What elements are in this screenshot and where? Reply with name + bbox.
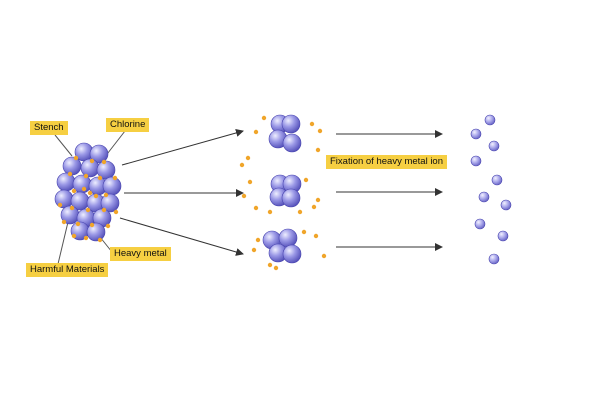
harmful-particle [69, 205, 75, 211]
ion-particle [253, 129, 259, 135]
ion-particle [311, 204, 317, 210]
harmful-particle [101, 159, 107, 165]
arrow-bottom-left [119, 217, 244, 256]
ion-particle [261, 115, 267, 121]
harmful-particle [81, 186, 87, 192]
right-arrows [336, 130, 443, 251]
purified-sphere [478, 191, 490, 203]
cluster-sphere [102, 176, 122, 196]
purified-particles [470, 114, 512, 265]
harmful-particle [113, 209, 119, 215]
harmful-materials-label: Harmful Materials [26, 263, 109, 277]
fixation-label: Fixation of heavy metal ion [326, 155, 448, 169]
ion-particle [317, 128, 323, 134]
harmful-materials-leader-line [57, 221, 69, 265]
heavy-metal-label: Heavy metal [110, 247, 171, 261]
harmful-molecule-cluster [54, 142, 122, 243]
purified-sphere [491, 174, 503, 186]
fixed-sphere [281, 114, 301, 134]
cluster-sphere [86, 222, 106, 242]
ion-particle [315, 147, 321, 153]
harmful-particle [87, 190, 93, 196]
harmful-particle [75, 221, 81, 227]
ion-particle [239, 162, 245, 168]
fixed-sphere [282, 244, 302, 264]
harmful-particle [112, 175, 118, 181]
harmful-particle [103, 192, 109, 198]
ion-particle [303, 177, 309, 183]
cluster-sphere [100, 193, 120, 213]
harmful-particle [57, 202, 63, 208]
harmful-particle [83, 173, 89, 179]
ion-particle [297, 209, 303, 215]
purified-sphere [484, 114, 496, 126]
harmful-particle [71, 233, 77, 239]
ion-particle [315, 197, 321, 203]
purified-sphere [470, 155, 482, 167]
harmful-particle [97, 237, 103, 243]
harmful-particle [105, 223, 111, 229]
harmful-particle [93, 193, 99, 199]
ion-particle [309, 121, 315, 127]
harmful-particle [83, 235, 89, 241]
ion-particle [245, 155, 251, 161]
ion-particle [301, 229, 307, 235]
ion-particle [253, 205, 259, 211]
harmful-particle [71, 188, 77, 194]
stench-leader-line [54, 134, 73, 157]
ion-particle [241, 193, 247, 199]
harmful-particle [89, 158, 95, 164]
purified-sphere [474, 218, 486, 230]
cluster-sphere [56, 172, 76, 192]
ion-particle [247, 179, 253, 185]
ion-particle [267, 262, 273, 268]
stench-label: Stench [30, 121, 68, 135]
harmful-particle [61, 219, 67, 225]
ion-particle [273, 265, 279, 271]
harmful-particle [101, 207, 107, 213]
chlorine-label: Chlorine [106, 118, 150, 132]
purified-sphere [500, 199, 512, 211]
ion-particle [255, 237, 261, 243]
ion-particle [321, 253, 327, 259]
ion-particle [267, 209, 273, 215]
harmful-particle [89, 222, 95, 228]
purified-sphere [488, 253, 500, 265]
cluster-sphere [62, 156, 82, 176]
left-arrows [119, 129, 244, 256]
cluster-sphere [89, 144, 109, 164]
arrow-top-left [121, 129, 244, 166]
harmful-particle [85, 207, 91, 213]
fixed-sphere [278, 228, 298, 248]
harmful-particle [97, 175, 103, 181]
ion-particle [313, 233, 319, 239]
fixed-sphere [281, 188, 301, 208]
ion-particle [251, 247, 257, 253]
purified-sphere [470, 128, 482, 140]
harmful-particle [73, 155, 79, 161]
harmful-particle [67, 171, 73, 177]
fixed-sphere [282, 133, 302, 153]
cluster-sphere [54, 189, 74, 209]
fixed-ion-groups [239, 114, 327, 271]
purified-sphere [497, 230, 509, 242]
purified-sphere [488, 140, 500, 152]
